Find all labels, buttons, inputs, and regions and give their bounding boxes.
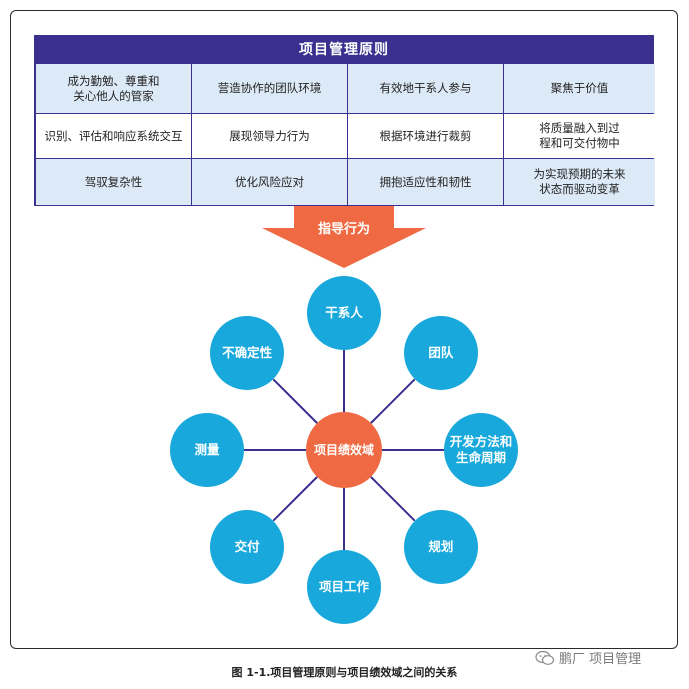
watermark: 鹏厂 项目管理 [535,648,641,667]
principle-cell: 驾驭复杂性 [36,159,191,205]
wechat-icon [535,650,555,665]
principle-cell: 成为勤勉、尊重和 关心他人的管家 [36,64,191,113]
guide-arrow [262,206,426,268]
domain-node-uncertainty: 不确定性 [210,316,285,391]
principles-table: 项目管理原则 成为勤勉、尊重和 关心他人的管家 营造协作的团队环境 有效地干系人… [34,35,655,206]
principle-cell: 有效地干系人参与 [348,64,503,113]
domain-node-delivery: 交付 [210,509,285,584]
principle-cell: 为实现预期的未来 状态而驱动变革 [504,159,655,205]
principle-cell: 识别、评估和响应系统交互 [36,114,191,158]
figure-caption: 图 1-1.项目管理原则与项目绩效域之间的关系 [231,666,458,679]
domain-node-approach-lifecycle: 开发方法和 生命周期 [444,413,518,487]
principle-cell: 拥抱适应性和韧性 [348,159,503,205]
principle-cell: 将质量融入到过 程和可交付物中 [504,114,655,158]
domain-node-stakeholders: 干系人 [307,276,381,350]
domain-node-measurement: 测量 [170,413,244,487]
principle-cell: 营造协作的团队环境 [192,64,347,113]
principle-cell: 根据环境进行裁剪 [348,114,503,158]
principle-cell: 优化风险应对 [192,159,347,205]
principles-grid: 成为勤勉、尊重和 关心他人的管家 营造协作的团队环境 有效地干系人参与 聚焦于价… [36,64,655,205]
principle-cell: 展现领导力行为 [192,114,347,158]
principle-cell: 聚焦于价值 [504,64,655,113]
guide-arrow-label: 指导行为 [317,222,370,237]
guide-arrow-shape [262,206,426,268]
domain-node-team: 团队 [403,316,478,391]
watermark-text: 鹏厂 项目管理 [559,652,642,667]
domain-node-planning: 规划 [403,509,478,584]
principles-title: 项目管理原则 [299,42,389,58]
domain-node-project-work: 项目工作 [307,550,381,624]
hub-node: 项目绩效域 [306,412,382,488]
